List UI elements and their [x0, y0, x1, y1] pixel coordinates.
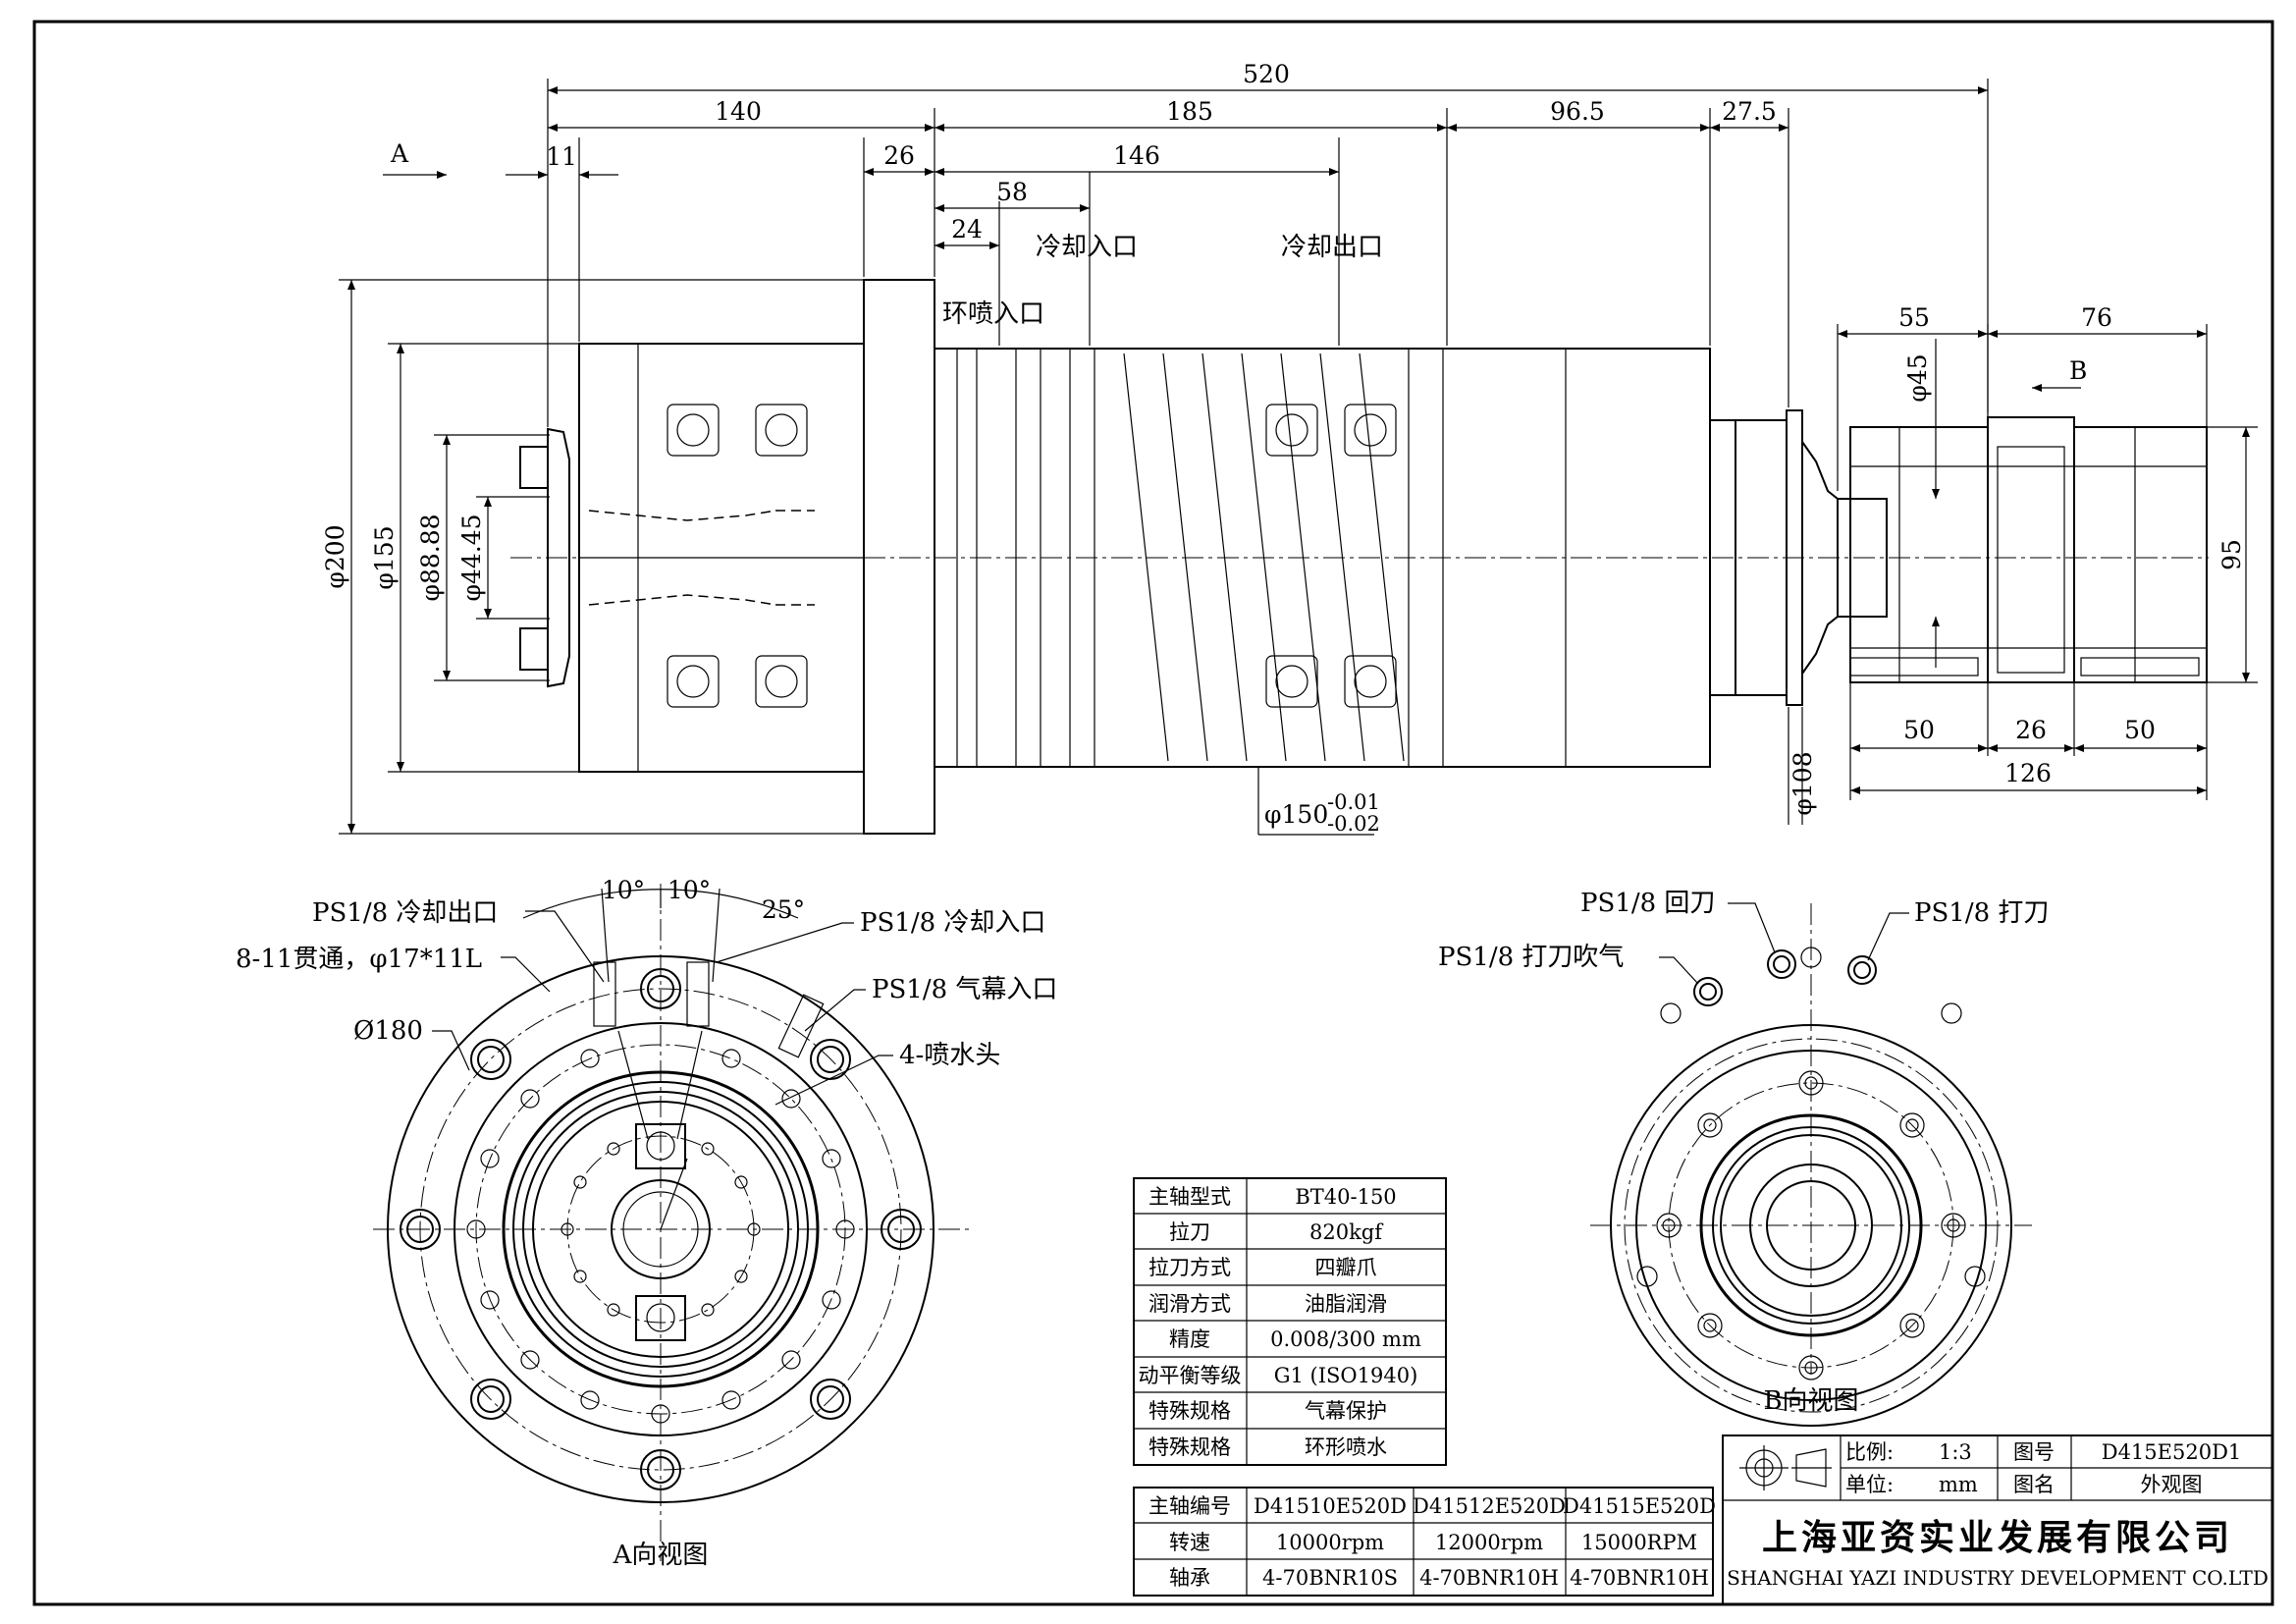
drawing-no-label: 图号	[2013, 1440, 2055, 1464]
spec-key: 拉刀方式	[1148, 1256, 1231, 1279]
dim-dia44-45: φ44.45	[457, 514, 486, 601]
label-coolant-in: 冷却入口	[1036, 233, 1138, 262]
spec-value: 油脂润滑	[1305, 1292, 1387, 1316]
drawing-border	[32, 20, 2274, 1606]
dim-140: 140	[715, 97, 762, 126]
model-cell: 4-70BNR10S	[1262, 1566, 1398, 1590]
dim-tol-lower: -0.02	[1327, 812, 1380, 836]
dim-dia108: φ108	[1789, 751, 1817, 815]
model-table: 主轴编号 D41510E520D D41512E520D D41515E520D…	[1133, 1487, 1716, 1597]
spec-table: 主轴型式 BT40-150 拉刀 820kgf 拉刀方式 四瓣爪 润滑方式 油脂…	[1133, 1177, 1447, 1466]
model-number: D41512E520D	[1413, 1494, 1566, 1518]
label-ring-spray-in: 环喷入口	[942, 299, 1044, 329]
company-name-en: SHANGHAI YAZI INDUSTRY DEVELOPMENT CO.LT…	[1727, 1566, 2269, 1590]
dim-dia45: φ45	[1903, 353, 1932, 402]
model-cell: 10000rpm	[1276, 1531, 1384, 1554]
view-mark-a: A	[390, 139, 409, 168]
view-mark-b: B	[2069, 356, 2087, 385]
a-label-coolant-in: PS1/8 冷却入口	[860, 908, 1045, 938]
b-label-return: PS1/8 回刀	[1580, 889, 1715, 918]
dim-27-5: 27.5	[1722, 97, 1777, 126]
dim-185: 185	[1166, 97, 1213, 126]
dim-76: 76	[2081, 303, 2112, 332]
model-header: 主轴编号	[1148, 1494, 1231, 1518]
dim-58: 58	[996, 178, 1028, 206]
drawing-name-label: 图名	[2013, 1473, 2055, 1496]
model-number: D41515E520D	[1563, 1494, 1716, 1518]
a-view: 10° 10° 25° PS1/8 冷却出口 8-11贯通，φ17*11L PS…	[236, 876, 1057, 1570]
dim-26b: 26	[2015, 716, 2047, 744]
spec-key: 动平衡等级	[1139, 1364, 1242, 1387]
drawing-name: 外观图	[2141, 1473, 2203, 1496]
b-label-release-air: PS1/8 打刀吹气	[1438, 943, 1624, 972]
a-view-small-holes	[466, 1049, 855, 1424]
dim-dia200: φ200	[321, 524, 349, 588]
a-label-holes: 8-11贯通，φ17*11L	[236, 945, 482, 974]
a-label-nozzles: 4-喷水头	[899, 1041, 1000, 1070]
dim-96-5: 96.5	[1550, 97, 1605, 126]
spec-key: 润滑方式	[1148, 1292, 1231, 1316]
spec-value: 820kgf	[1309, 1220, 1384, 1244]
spec-value: BT40-150	[1295, 1185, 1396, 1209]
projection-symbol-icon	[1739, 1445, 1832, 1490]
spec-value: 四瓣爪	[1315, 1256, 1377, 1279]
spec-value: 环形喷水	[1305, 1435, 1387, 1459]
spec-key: 特殊规格	[1148, 1399, 1231, 1423]
company-name-cn: 上海亚资实业发展有限公司	[1762, 1517, 2233, 1558]
dim-dia150: φ150	[1264, 800, 1328, 829]
side-view	[510, 279, 2209, 835]
model-row-key: 轴承	[1169, 1566, 1210, 1590]
unit-value: mm	[1939, 1473, 1978, 1496]
spec-key: 主轴型式	[1148, 1185, 1231, 1209]
dim-dia155: φ155	[370, 525, 399, 589]
dim-146: 146	[1113, 141, 1160, 170]
a-view-large-holes	[400, 968, 922, 1490]
spec-key: 拉刀	[1169, 1220, 1210, 1244]
side-view-dimensions: 520 140 185 96.5 27.5 11 26 146 58 24 A …	[321, 60, 2258, 836]
dim-26: 26	[883, 141, 915, 170]
b-view-title: B向视图	[1763, 1386, 1858, 1416]
spec-value: 0.008/300 mm	[1270, 1327, 1421, 1351]
b-view-ports	[1693, 949, 1877, 1006]
spec-value: G1 (ISO1940)	[1274, 1364, 1418, 1387]
a-label-coolant-out: PS1/8 冷却出口	[312, 898, 498, 928]
spec-key: 特殊规格	[1148, 1435, 1231, 1459]
spec-value: 气幕保护	[1305, 1399, 1387, 1423]
a-view-angle-10a: 10°	[602, 876, 645, 904]
model-cell: 12000rpm	[1435, 1531, 1543, 1554]
dim-tol-upper: -0.01	[1327, 790, 1380, 814]
dim-11: 11	[546, 142, 577, 171]
model-row-key: 转速	[1169, 1531, 1210, 1554]
dim-24: 24	[951, 215, 983, 244]
model-cell: 4-70BNR10H	[1419, 1566, 1559, 1590]
b-view: PS1/8 回刀 PS1/8 打刀 PS1/8 打刀吹气 B向视图	[1438, 889, 2049, 1427]
model-cell: 4-70BNR10H	[1570, 1566, 1709, 1590]
a-view-angle-25: 25°	[762, 895, 805, 924]
dim-126: 126	[2004, 759, 2052, 787]
b-view-bolt-holes	[1636, 947, 1986, 1380]
scale-value: 1:3	[1939, 1440, 1972, 1464]
model-number: D41510E520D	[1254, 1494, 1407, 1518]
a-view-title: A向视图	[613, 1541, 709, 1570]
dim-50a: 50	[1903, 716, 1935, 744]
label-coolant-out: 冷却出口	[1281, 233, 1383, 262]
a-view-angle-10b: 10°	[667, 876, 711, 904]
dim-95: 95	[2217, 539, 2246, 570]
dim-50b: 50	[2124, 716, 2156, 744]
title-block: 比例: 1:3 单位: mm 图号 D415E520D1 图名 外观图 上海亚资…	[1722, 1435, 2273, 1605]
scale-label: 比例:	[1845, 1440, 1894, 1464]
spec-key: 精度	[1169, 1327, 1210, 1351]
dim-dia88-88: φ88.88	[416, 514, 445, 601]
dim-55: 55	[1898, 303, 1930, 332]
a-label-air-curtain: PS1/8 气幕入口	[872, 975, 1057, 1004]
model-cell: 15000RPM	[1581, 1531, 1697, 1554]
drawing-no: D415E520D1	[2102, 1440, 2242, 1464]
a-label-dia180: Ø180	[353, 1016, 423, 1046]
unit-label: 单位:	[1845, 1473, 1894, 1496]
b-label-release: PS1/8 打刀	[1914, 898, 2049, 928]
dim-520: 520	[1243, 60, 1290, 88]
